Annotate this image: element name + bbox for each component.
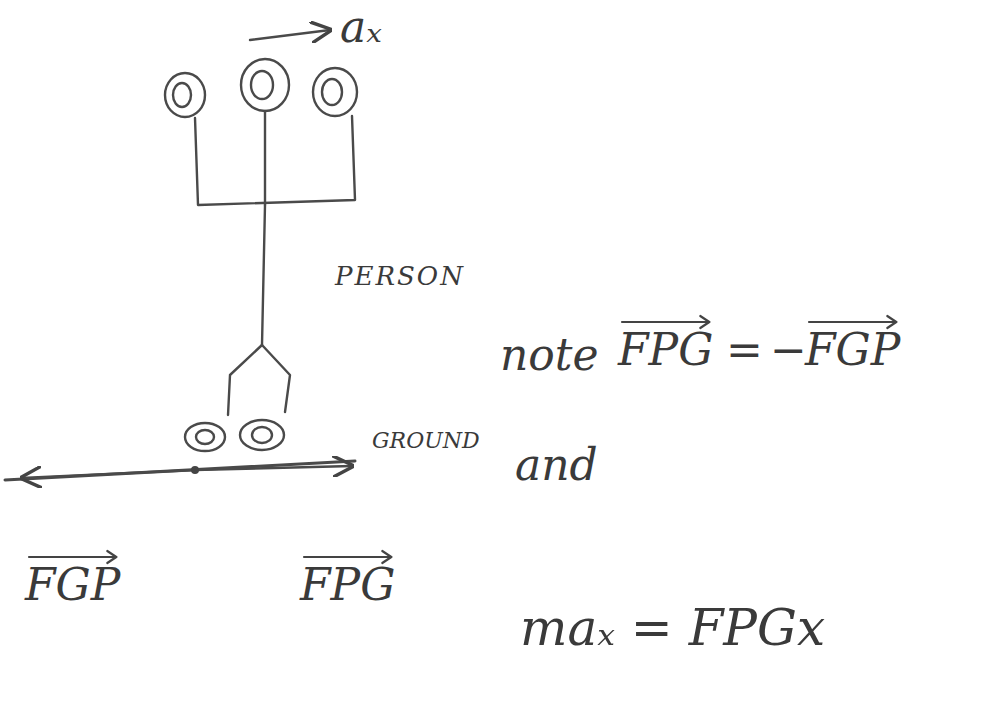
note-text: and xyxy=(515,440,598,491)
foot-oval xyxy=(252,427,272,443)
equation-term: FPG xyxy=(618,325,713,376)
foot-oval xyxy=(196,430,214,444)
force-label: FPG xyxy=(300,560,395,611)
acceleration-label: aₓ xyxy=(340,2,382,53)
ground-line xyxy=(5,461,355,480)
arm-line xyxy=(195,116,355,205)
vector-arrow-shaft xyxy=(29,556,116,558)
equation-text: maₓ = FPGx xyxy=(520,600,825,658)
body-line xyxy=(262,205,265,345)
force-label: FGP xyxy=(25,560,120,611)
neck-line xyxy=(264,111,266,205)
head-oval xyxy=(173,83,191,107)
vector-arrow-shaft xyxy=(622,321,709,323)
note-text: note xyxy=(500,330,599,381)
equation-term: FGP xyxy=(805,325,900,376)
part-label: PERSON xyxy=(335,262,465,292)
vector-arrow-shaft xyxy=(809,321,896,323)
force-arrow xyxy=(195,466,352,470)
head-oval xyxy=(322,79,342,105)
leg-line xyxy=(228,345,262,415)
acceleration-arrow xyxy=(250,30,330,40)
leg-line xyxy=(262,345,290,412)
foot-oval xyxy=(240,420,284,450)
head-oval xyxy=(251,71,273,99)
foot-oval xyxy=(185,423,225,451)
head-oval xyxy=(241,59,289,111)
head-oval xyxy=(313,68,357,116)
equation-term: = xyxy=(726,325,763,376)
contact-dot xyxy=(191,466,199,474)
vector-arrow-shaft xyxy=(304,556,391,558)
head-oval xyxy=(165,73,205,117)
force-arrow xyxy=(22,470,195,478)
equation-term: − xyxy=(770,325,807,376)
part-label: GROUND xyxy=(372,428,480,453)
